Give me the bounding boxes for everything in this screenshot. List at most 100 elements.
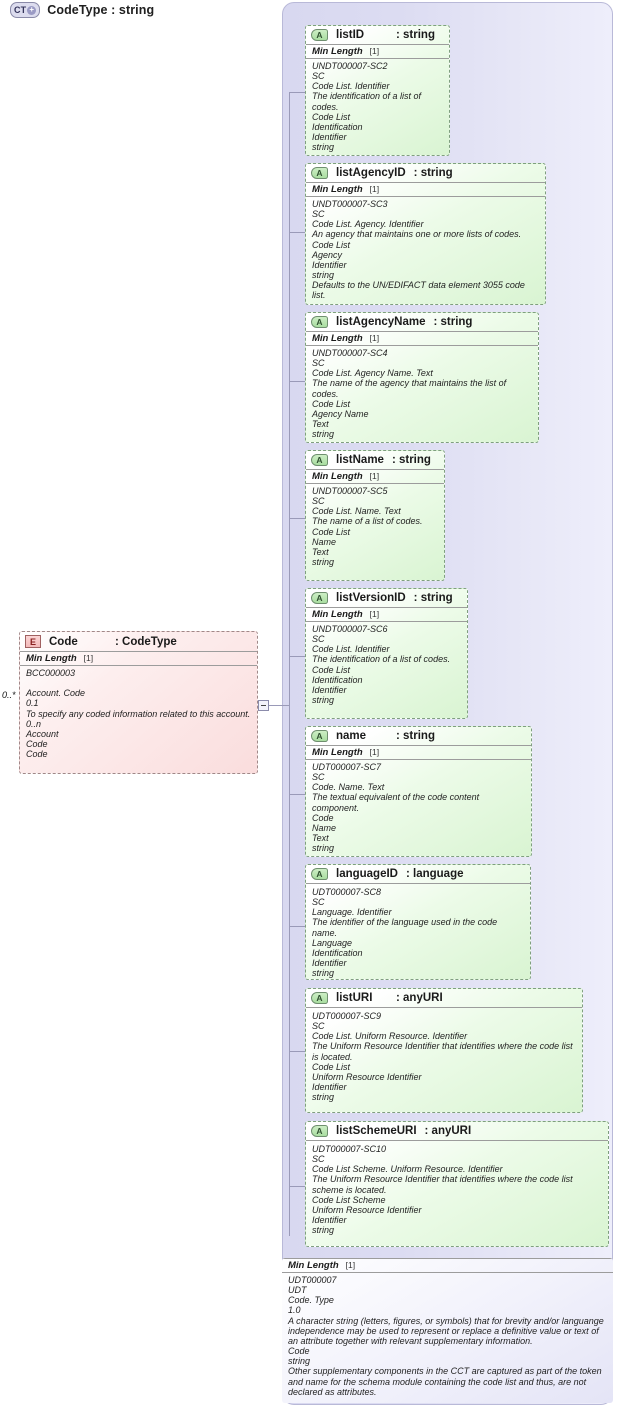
doc-line: string <box>312 1225 335 1236</box>
doc-line <box>26 678 251 688</box>
doc-line: UDT000007-SC8 <box>312 887 382 897</box>
attribute-name: listAgencyID <box>336 167 406 179</box>
attribute-box-listagencyname[interactable]: A listAgencyName : string Min Length [1]… <box>305 312 539 443</box>
doc-line: UNDT000007-SC4 <box>312 348 388 358</box>
doc-line: Identification <box>312 947 363 958</box>
attribute-box-listagencyid[interactable]: A listAgencyID : string Min Length [1] U… <box>305 163 546 305</box>
type-rule-row: Min Length [1] <box>282 1258 613 1273</box>
doc-line: Code List. Uniform Resource. Identifier <box>312 1031 468 1042</box>
attribute-rule-cardinality: [1] <box>369 609 380 619</box>
doc-line: Agency <box>312 249 343 260</box>
branch-languageid <box>289 926 306 927</box>
attribute-box-name[interactable]: A name : string Min Length [1] UDT000007… <box>305 726 532 857</box>
doc-line: UDT <box>288 1285 307 1296</box>
doc-line: Code List. Identifier <box>312 81 390 92</box>
attribute-title-row: A listName : string <box>306 451 444 469</box>
doc-line: The identifier of the language used in t… <box>312 917 498 938</box>
attribute-badge-icon: A <box>311 167 328 179</box>
attribute-name: listURI <box>336 992 373 1004</box>
branch-listschemeuri <box>289 1186 306 1187</box>
doc-line: Code List Scheme. Uniform Resource. Iden… <box>312 1164 503 1175</box>
doc-line: The textual equivalent of the code conte… <box>312 792 480 813</box>
doc-line: string <box>312 557 335 568</box>
attribute-box-listversionid[interactable]: A listVersionID : string Min Length [1] … <box>305 588 468 719</box>
expand-plus-icon[interactable]: + <box>27 5 37 15</box>
attribute-rule-row: Min Length [1] <box>306 44 449 59</box>
attribute-rule-label: Min Length <box>312 46 363 57</box>
doc-line: Name <box>312 536 337 547</box>
attribute-badge-icon: A <box>311 992 328 1004</box>
attribute-title-row: A languageID : language <box>306 865 530 883</box>
doc-line: Code List <box>312 111 351 122</box>
doc-line: Identification <box>312 674 363 685</box>
branch-name <box>289 794 306 795</box>
attribute-type: : string <box>433 316 473 328</box>
attribute-box-listid[interactable]: A listID : string Min Length [1] UNDT000… <box>305 25 450 156</box>
doc-line: SC <box>312 772 325 783</box>
complextype-title: CodeType : string <box>47 3 155 17</box>
doc-line: UNDT000007-SC6 <box>312 624 388 634</box>
element-cardinality: 0..* <box>2 690 16 700</box>
doc-line: Code <box>288 1346 310 1357</box>
doc-line: Agency Name <box>312 408 369 419</box>
collapse-expander-button[interactable] <box>258 700 269 711</box>
attribute-type: : string <box>396 29 435 41</box>
doc-line: The Uniform Resource Identifier that ide… <box>312 1174 573 1195</box>
complextype-badge[interactable]: CT+ <box>10 2 41 18</box>
doc-line: UDT000007-SC9 <box>312 1011 382 1021</box>
doc-line: UDT000007-SC7 <box>312 762 382 772</box>
doc-line: SC <box>312 71 325 82</box>
doc-line: Code. Type <box>288 1295 334 1306</box>
attribute-badge-icon: A <box>311 29 328 41</box>
element-name: Code <box>49 635 78 648</box>
doc-line: Language. Identifier <box>312 907 392 918</box>
doc-line: UNDT000007-SC2 <box>312 61 388 71</box>
attribute-name: listName <box>336 454 384 466</box>
doc-line: Identifier <box>312 958 347 969</box>
doc-line: string <box>312 968 335 979</box>
attribute-name: listID <box>336 29 365 41</box>
doc-line: Identifier <box>312 1082 347 1093</box>
attribute-badge-icon: A <box>311 592 328 604</box>
attribute-type: : anyURI <box>396 992 443 1004</box>
doc-line: string <box>312 142 335 153</box>
branch-listversionid <box>289 656 306 657</box>
attribute-rule-label: Min Length <box>312 184 363 195</box>
connector-element-to-type <box>258 705 290 706</box>
doc-line: Code <box>26 749 48 760</box>
attribute-name: name <box>336 730 367 742</box>
attribute-title-row: A listAgencyName : string <box>306 313 538 331</box>
attribute-title-row: A listSchemeURI : anyURI <box>306 1122 608 1140</box>
doc-line: Identifier <box>312 132 347 143</box>
attribute-rule-label: Min Length <box>312 333 363 344</box>
element-box-code[interactable]: E Code : CodeType Min Length [1] BCC0000… <box>19 631 258 774</box>
doc-line: Text <box>312 419 329 430</box>
doc-line: Code List. Identifier <box>312 644 390 655</box>
attribute-rule-label: Min Length <box>312 747 363 758</box>
doc-line: The name of the agency that maintains th… <box>312 378 507 399</box>
attribute-badge-icon: A <box>311 1125 328 1137</box>
doc-line: UDT000007 <box>288 1275 337 1285</box>
attribute-badge-icon: A <box>311 316 328 328</box>
doc-line: string <box>312 695 335 706</box>
attribute-box-listname[interactable]: A listName : string Min Length [1] UNDT0… <box>305 450 445 581</box>
doc-line: The Uniform Resource Identifier that ide… <box>312 1041 573 1062</box>
attribute-name: listAgencyName <box>336 316 426 328</box>
doc-line: Code List <box>312 664 351 675</box>
doc-line: 1.0 <box>288 1305 301 1316</box>
attribute-rule-row: Min Length [1] <box>306 182 545 197</box>
doc-line: string <box>312 270 335 281</box>
doc-line: Code <box>26 739 48 750</box>
doc-line: Code. Name. Text <box>312 782 385 793</box>
doc-line: Code List. Name. Text <box>312 506 401 517</box>
attribute-name: listSchemeURI <box>336 1125 417 1137</box>
